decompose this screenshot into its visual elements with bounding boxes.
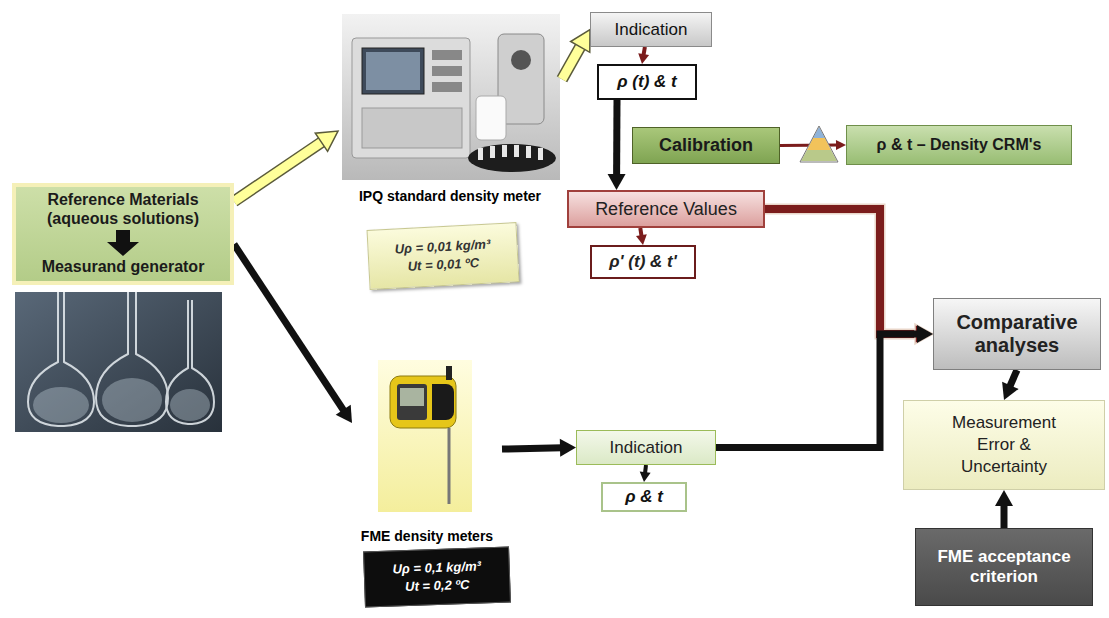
arrow-head (608, 174, 626, 190)
node-text: ρ' (t) & t' (609, 252, 676, 272)
arrow-connector (608, 100, 626, 190)
process-box: Indication (576, 430, 716, 465)
flask-illustration (15, 292, 222, 432)
instrument-illustration (378, 360, 472, 512)
node-text: Measurand generator (42, 258, 205, 276)
arrow-connector (1002, 370, 1019, 400)
node-text: Ut = 0,01 ºC (407, 254, 479, 275)
arrow-head (571, 30, 590, 53)
arrow-head (636, 234, 647, 245)
process-box: Comparative analyses (933, 298, 1101, 370)
node-text: Comparative analyses (938, 311, 1096, 357)
arrow-head (336, 405, 352, 423)
connector-line (562, 44, 582, 79)
node-text: IPQ standard density meter (359, 188, 541, 204)
connector-line (234, 244, 345, 412)
connector-line (502, 448, 562, 449)
instrument-photo: FME density meters (352, 358, 502, 544)
node-text: Indication (615, 20, 688, 40)
node-text: Indication (610, 438, 683, 458)
connector-line (613, 100, 620, 176)
node-text: ρ & t – Density CRM's (877, 136, 1042, 154)
arrow-head (638, 53, 649, 64)
node-text: FME acceptance criterion (936, 547, 1072, 588)
instrument-photo: IPQ standard density meter (338, 12, 562, 204)
value-box: ρ (t) & t (597, 64, 697, 100)
arrow-connector (716, 325, 933, 448)
arrow-shape (107, 230, 139, 256)
connector-line (1001, 504, 1008, 528)
arrow-connector (234, 131, 338, 201)
arrow-connector (638, 47, 649, 64)
process-box: Calibration (632, 127, 780, 164)
node-text: ρ (t) & t (617, 72, 676, 92)
value-box: ρ' (t) & t' (590, 245, 696, 279)
node-text: FME density meters (361, 528, 493, 544)
instrument-illustration (342, 14, 560, 180)
arrow-connector (234, 244, 352, 423)
result-box: Measurement Error & Uncertainty (903, 400, 1105, 490)
arrow-connector (765, 209, 933, 344)
arrow-head (917, 325, 933, 343)
process-box: Reference Values (567, 190, 765, 228)
flow-arrow (106, 230, 140, 256)
arrow-head (640, 471, 651, 482)
node-text: Uρ = 0,01 kg/m³ (394, 236, 490, 259)
arrow-head (915, 324, 933, 344)
arrow-head (995, 490, 1013, 506)
uncertainty-note: Uρ = 0,1 kg/m³Ut = 0,2 ºC (363, 546, 511, 607)
node-text: Uρ = 0,1 kg/m³ (392, 558, 481, 579)
source-box: Reference Materials (aqueous solutions) M… (12, 183, 234, 285)
arrow-connector (636, 228, 647, 245)
criterion-box: FME acceptance criterion (915, 528, 1093, 606)
connector-line (716, 334, 919, 448)
connector-line (765, 209, 918, 334)
value-box: ρ & t (601, 482, 687, 512)
node-text: Reference Values (595, 199, 737, 220)
node-text: Ut = 0,2 ºC (405, 576, 470, 596)
arrow-connector (995, 490, 1013, 528)
process-box: Indication (590, 12, 712, 47)
node-text: Reference Materials (aqueous solutions) (22, 191, 224, 228)
standard-box: ρ & t – Density CRM's (846, 125, 1072, 165)
arrow-connector (640, 465, 651, 482)
node-text: Measurement Error & Uncertainty (932, 412, 1076, 478)
uncertainty-note: Uρ = 0,01 kg/m³Ut = 0,01 ºC (367, 222, 520, 290)
node-text: ρ & t (625, 487, 663, 507)
connector-outline (765, 209, 918, 334)
connector-outline (234, 141, 324, 202)
connector-line (234, 141, 324, 202)
arrow-connector (502, 439, 576, 457)
node-text: Calibration (659, 135, 753, 156)
arrow-head (1002, 382, 1019, 400)
arrow-connector (562, 30, 590, 80)
connector-line (1009, 370, 1017, 388)
arrow-head (315, 131, 338, 151)
pyramid-icon (800, 126, 838, 162)
connector-outline (562, 44, 582, 79)
arrow-head (560, 439, 576, 457)
arrow-head (836, 140, 846, 150)
